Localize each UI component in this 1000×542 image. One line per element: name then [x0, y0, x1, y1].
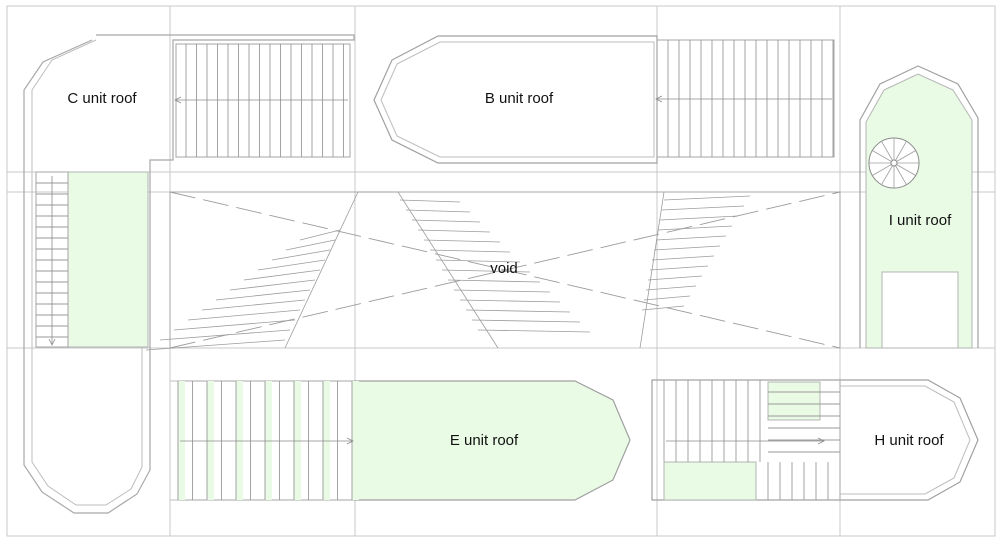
planted-strip: [265, 381, 272, 500]
b-unit-stair: [656, 39, 835, 158]
e-unit-planted-area: [354, 380, 631, 501]
void-hatch-line: [399, 199, 461, 203]
spiral-tread: [893, 141, 907, 164]
void-hatch-line: [651, 255, 715, 261]
e-unit-roof: E unit roof: [170, 380, 631, 501]
b-unit-roof-label: B unit roof: [485, 90, 554, 107]
void-hatch-line: [285, 239, 336, 251]
h-unit-roof-label: H unit roof: [874, 432, 944, 449]
planted-strip: [294, 381, 301, 500]
spiral-tread: [872, 162, 895, 176]
void-hatch-line: [423, 239, 501, 243]
void-hatch-line: [655, 235, 727, 241]
void-hatch-line: [471, 319, 581, 323]
void-hatch-line: [661, 205, 745, 211]
void-hatch-line: [477, 329, 591, 333]
void-hatch-line: [641, 305, 685, 311]
void-hatch-line: [271, 249, 331, 261]
planted-strip: [236, 381, 243, 500]
c-unit-planted-area: [67, 171, 149, 348]
void-hatch-line: [459, 299, 561, 303]
void-hatch-line: [653, 245, 721, 251]
void-hatch-line: [647, 275, 703, 281]
void-hatch-line: [411, 219, 481, 223]
void-hatch-line: [215, 289, 311, 301]
i-unit-roof: I unit roof: [859, 65, 979, 349]
void-hatch-line: [453, 289, 551, 293]
void-hatch-line: [405, 209, 471, 213]
arrow-down-icon: [48, 338, 56, 346]
void-hatch-line: [159, 329, 291, 341]
c-unit-roof: C unit roof: [23, 34, 355, 348]
spiral-tread: [881, 141, 895, 164]
i-unit-roof-label: I unit roof: [889, 212, 952, 229]
spiral-tread: [893, 150, 916, 164]
void-hatch-line: [417, 229, 491, 233]
h-unit-planted-upper: [767, 381, 821, 421]
spiral-stair-icon: [868, 137, 920, 189]
spiral-tread: [881, 162, 895, 185]
void-hatch-line: [643, 295, 691, 301]
c-unit-hull-lower: [23, 348, 151, 514]
void-hatch-line: [659, 215, 739, 221]
void-area: void: [145, 191, 841, 351]
c-unit-stair: [35, 171, 69, 348]
arrow-left-icon: [655, 95, 663, 103]
void-hatch-line: [465, 309, 571, 313]
void-hatch-line: [435, 259, 521, 263]
void-hatch-line: [173, 319, 296, 331]
e-unit-roof-label: E unit roof: [450, 432, 519, 449]
void-hatch-line: [441, 269, 531, 273]
void-hatch-line: [145, 339, 286, 351]
void-hatch-line: [645, 285, 697, 291]
void-hatch-line: [299, 229, 341, 241]
c-unit-stair-upper: [175, 43, 351, 158]
planted-strip: [323, 381, 330, 500]
arrow-right-icon: [817, 437, 825, 445]
c-unit-roof-label: C unit roof: [67, 90, 137, 107]
planted-strip: [207, 381, 214, 500]
spiral-tread: [872, 150, 895, 164]
planted-strip: [352, 381, 359, 500]
void-hatch-line: [447, 279, 541, 283]
b-unit-roof: B unit roof: [373, 35, 835, 164]
void-hatch-line: [429, 249, 511, 253]
arrow-right-icon: [346, 437, 354, 445]
spiral-tread: [893, 162, 907, 185]
void-hatch-line: [257, 259, 326, 271]
void-hatch-line: [229, 279, 316, 291]
void-hatch-line: [663, 195, 751, 201]
planted-strip: [178, 381, 185, 500]
void-hatch-line: [649, 265, 709, 271]
arrow-left-icon: [174, 96, 182, 104]
void-hatch-line: [187, 309, 301, 321]
h-unit-roof: H unit roof: [651, 379, 979, 501]
void-label: void: [490, 260, 518, 277]
void-hatch-line: [201, 299, 306, 311]
void-hatch-line: [657, 225, 733, 231]
spiral-stair-hub: [890, 159, 898, 167]
void-hatch-line: [243, 269, 321, 281]
spiral-tread: [893, 162, 916, 176]
i-unit-opening: [881, 271, 959, 349]
h-unit-planted-lower: [663, 461, 757, 501]
